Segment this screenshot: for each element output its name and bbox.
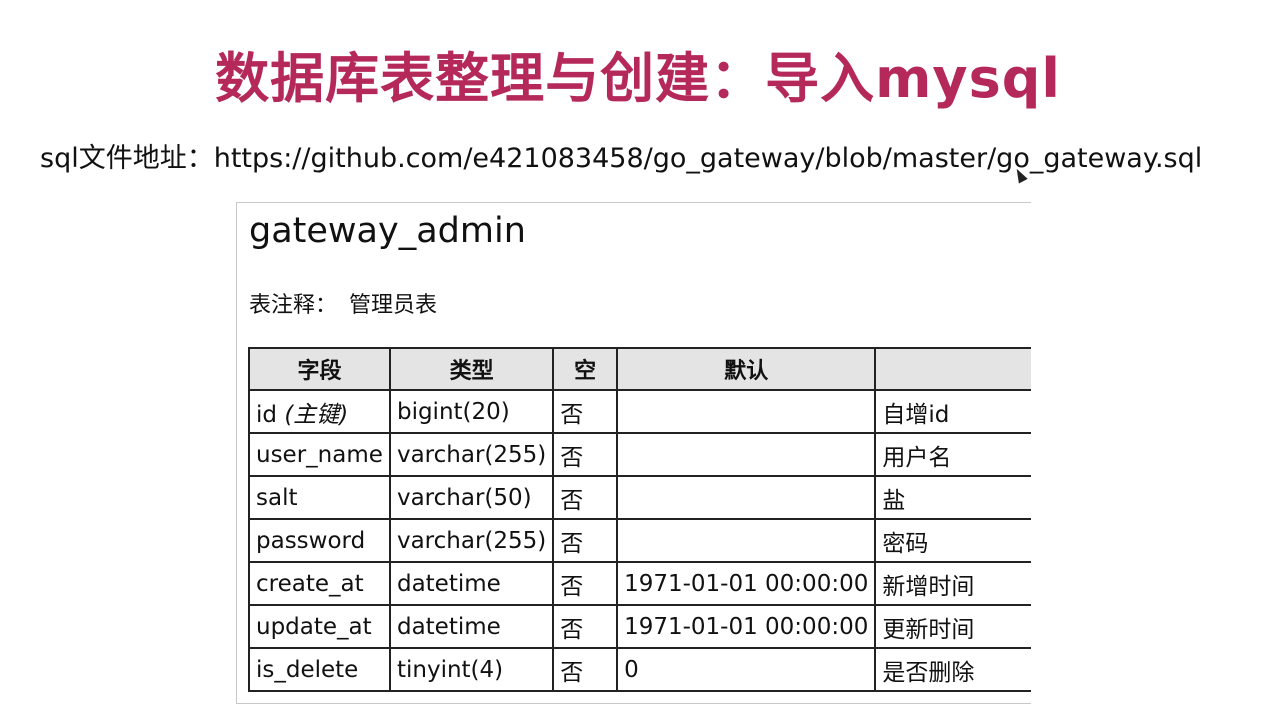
cell-field: is_delete (248, 647, 391, 692)
slide-title: 数据库表整理与创建：导入mysql (215, 47, 1061, 110)
cell-type: varchar(255) (388, 518, 555, 563)
cell-default (616, 432, 877, 477)
cell-default: 1971-01-01 00:00:00 (616, 561, 877, 606)
table-name: gateway_admin (249, 211, 526, 251)
cell-type: datetime (388, 604, 555, 649)
table-row: salt varchar(50) 否 盐 (248, 475, 1031, 520)
table-row: is_delete tinyint(4) 否 0 是否删除 (248, 647, 1031, 692)
cell-type: datetime (388, 561, 555, 606)
cell-field: salt (248, 475, 391, 520)
cell-field: user_name (248, 432, 391, 477)
cell-nullable: 否 (552, 518, 619, 563)
table-comment-value: 管理员表 (349, 293, 438, 318)
column-header-null: 空 (552, 347, 619, 391)
cell-nullable: 否 (552, 475, 619, 520)
column-header-type: 类型 (388, 347, 555, 391)
sql-file-address[interactable]: sql文件地址：https://github.com/e421083458/go… (40, 143, 1203, 174)
cell-default: 1971-01-01 00:00:00 (616, 604, 877, 649)
table-header-row: 字段 类型 空 默认 (248, 347, 1031, 391)
cell-type: tinyint(4) (388, 647, 555, 692)
cell-comment: 是否删除 (874, 647, 1031, 692)
cell-field: create_at (248, 561, 391, 606)
cell-nullable: 否 (552, 389, 619, 434)
cell-type: bigint(20) (388, 389, 555, 434)
column-header-default: 默认 (616, 347, 877, 391)
cell-default (616, 518, 877, 563)
cell-nullable: 否 (552, 432, 619, 477)
cell-nullable: 否 (552, 561, 619, 606)
cell-field: update_at (248, 604, 391, 649)
cell-field: id (主键) (248, 389, 391, 434)
cell-field: password (248, 518, 391, 563)
cell-comment: 用户名 (874, 432, 1031, 477)
cell-type: varchar(50) (388, 475, 555, 520)
cell-comment: 盐 (874, 475, 1031, 520)
table-row: password varchar(255) 否 密码 (248, 518, 1031, 563)
table-row: user_name varchar(255) 否 用户名 (248, 432, 1031, 477)
cell-default (616, 389, 877, 434)
cell-comment: 更新时间 (874, 604, 1031, 649)
table-comment-label: 表注释： (249, 293, 338, 318)
cell-type: varchar(255) (388, 432, 555, 477)
cell-nullable: 否 (552, 647, 619, 692)
cell-default: 0 (616, 647, 877, 692)
cell-nullable: 否 (552, 604, 619, 649)
table-row: create_at datetime 否 1971-01-01 00:00:00… (248, 561, 1031, 606)
schema-table: 字段 类型 空 默认 id (主键) bigint(20) 否 自增id use… (248, 347, 1031, 692)
cell-comment: 密码 (874, 518, 1031, 563)
field-name: id (256, 401, 277, 428)
primary-key-note: (主键) (284, 401, 349, 428)
table-row: id (主键) bigint(20) 否 自增id (248, 389, 1031, 434)
table-doc-panel: gateway_admin 表注释： 管理员表 字段 类型 空 默认 id (主键… (236, 202, 1031, 704)
cell-default (616, 475, 877, 520)
cell-comment: 自增id (874, 389, 1031, 434)
table-row: update_at datetime 否 1971-01-01 00:00:00… (248, 604, 1031, 649)
cell-comment: 新增时间 (874, 561, 1031, 606)
table-comment: 表注释： 管理员表 (249, 287, 437, 319)
column-header-field: 字段 (248, 347, 391, 391)
column-header-comment (874, 347, 1031, 391)
